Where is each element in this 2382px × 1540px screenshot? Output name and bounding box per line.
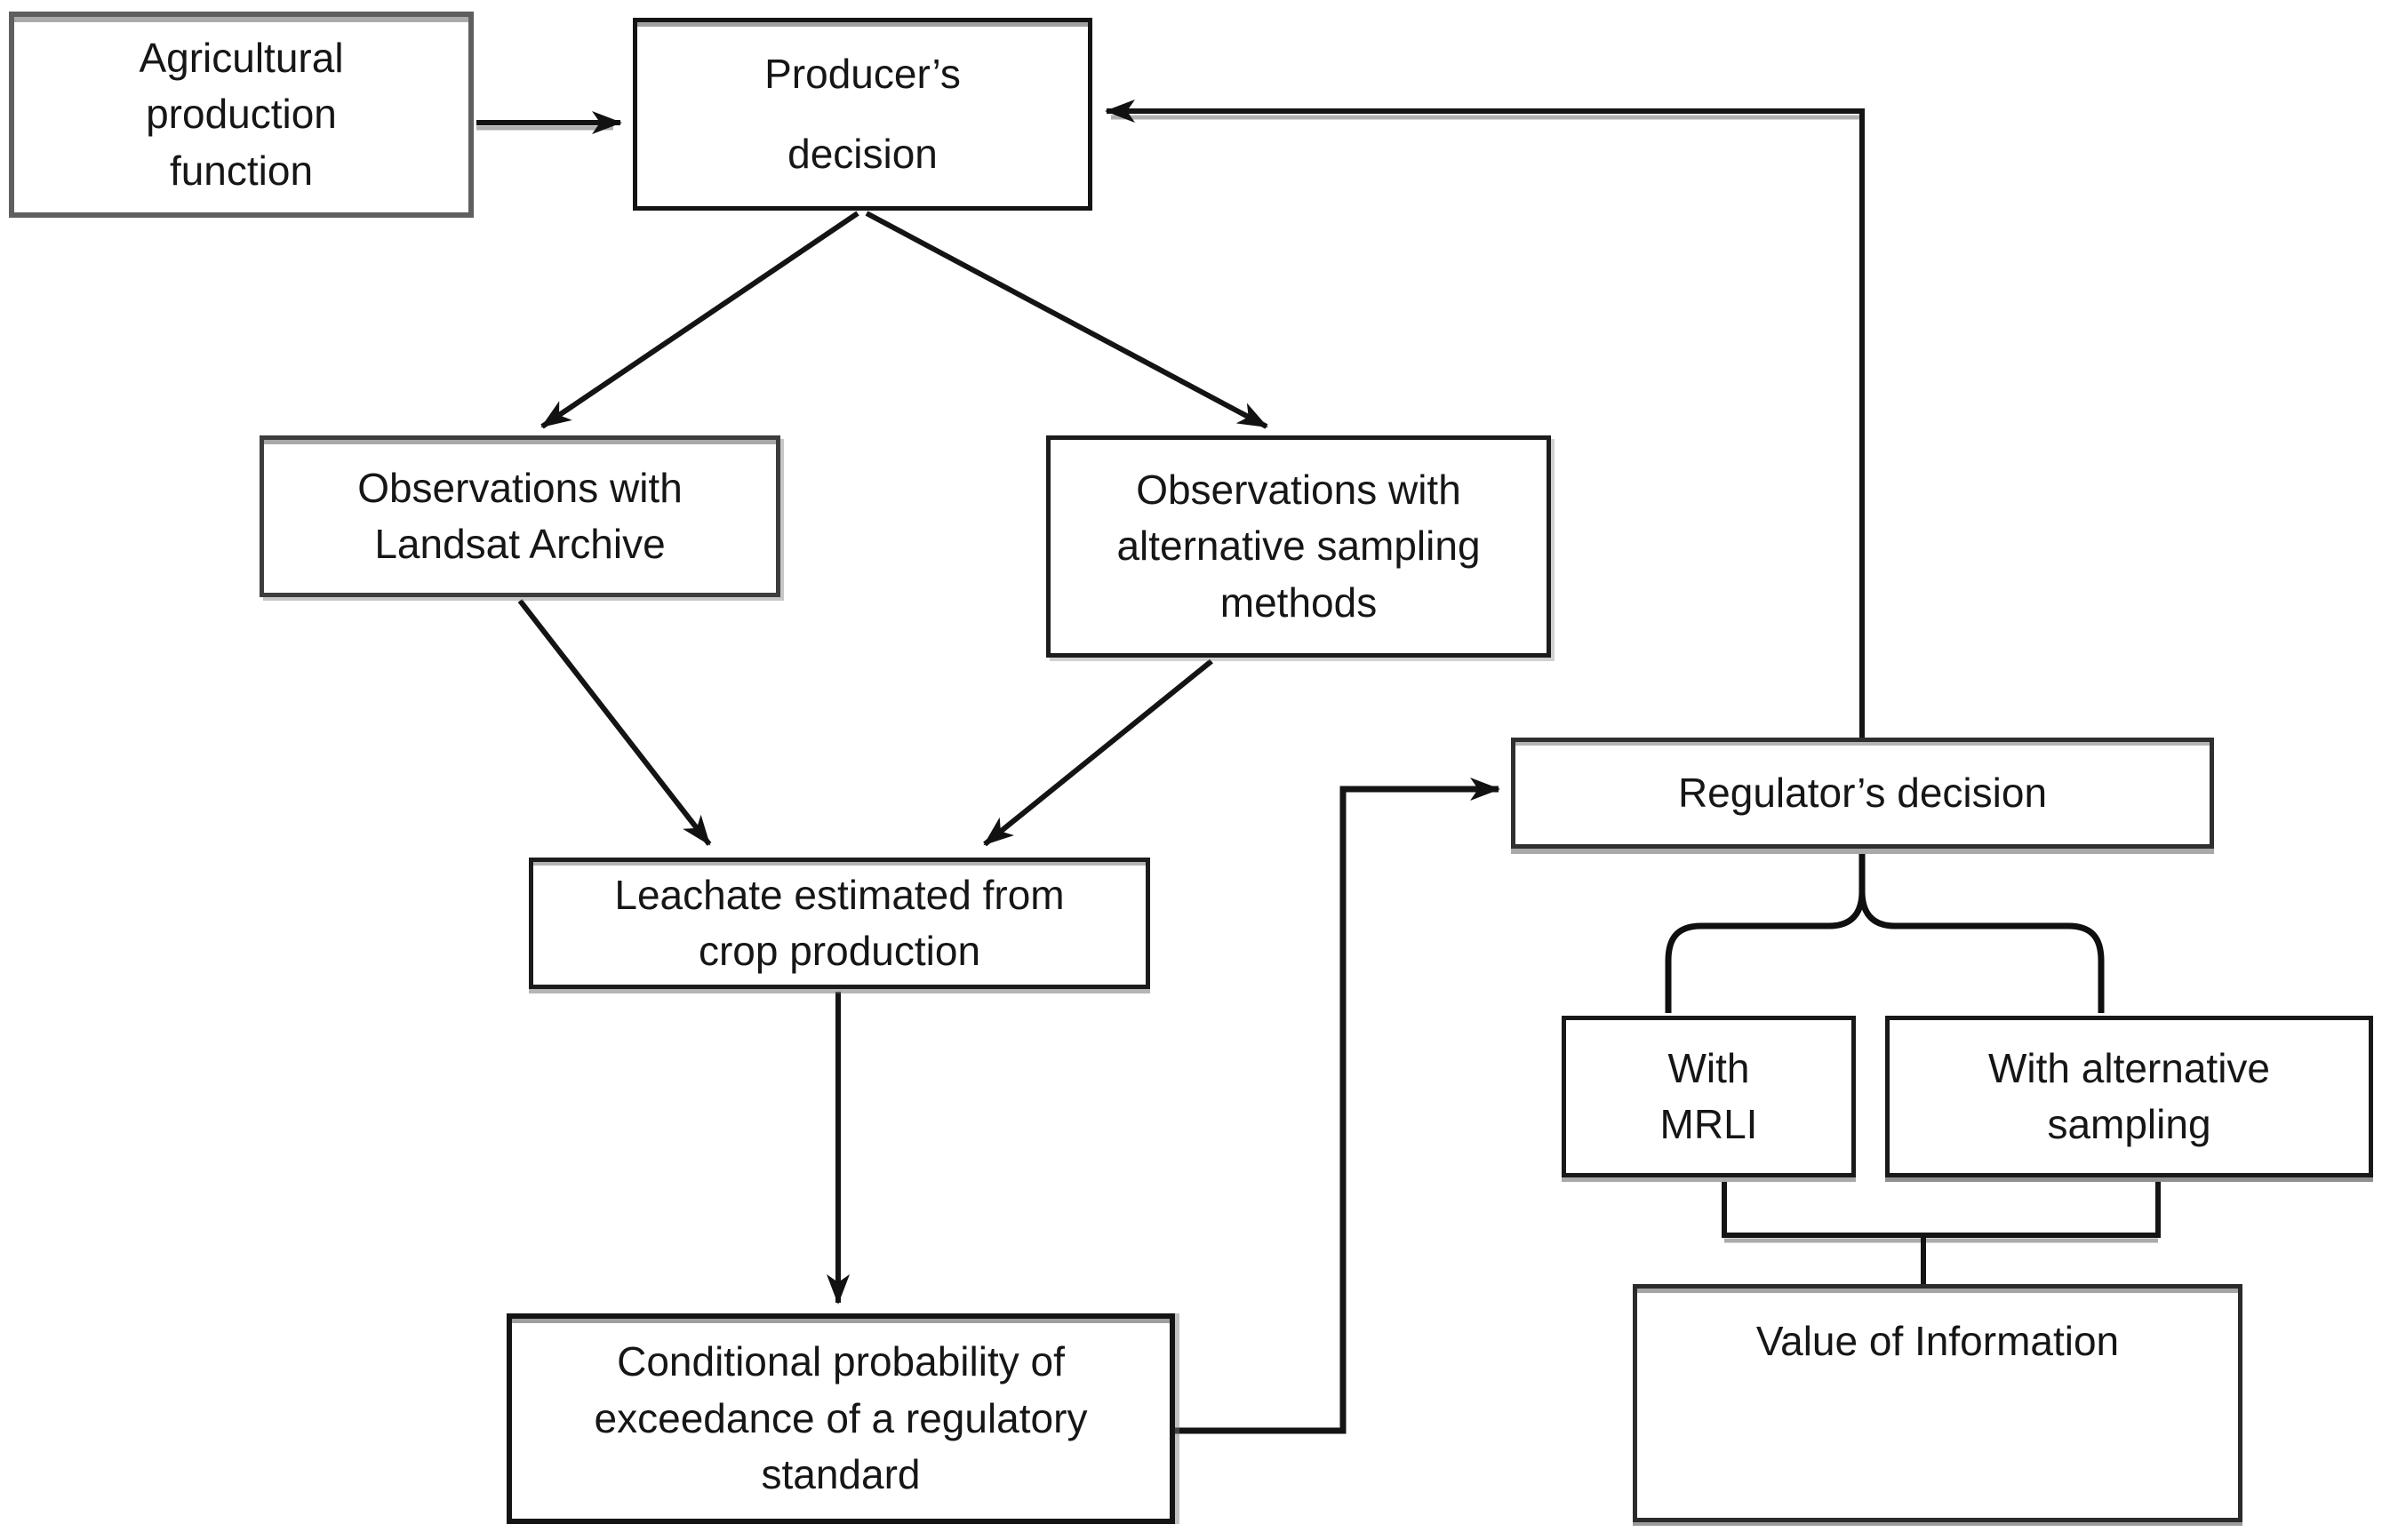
edge-altobs-to-leachate-arrow — [983, 658, 1213, 847]
edge-conditional-to-regulator-arrow — [1175, 778, 1500, 1434]
node-producers-decision: Producer’s decision — [633, 18, 1092, 211]
node-agricultural-production-function: Agricultural production function — [9, 12, 474, 218]
node-value-of-information: Value of Information — [1633, 1284, 2242, 1522]
node-with-alternative-sampling-label: With alternative sampling — [1987, 1044, 2270, 1147]
node-value-of-information-label: Value of Information — [1755, 1318, 2120, 1364]
node-conditional-probability-label: Conditional probability of exceedance of… — [594, 1338, 1088, 1498]
node-with-mrli-label: With MRLI — [1659, 1044, 1758, 1147]
edge-producer-to-landsat-arrow — [540, 211, 859, 429]
brace-regulator-split — [1665, 846, 2105, 1013]
node-observations-alternative-sampling-label: Observations with alternative sampling m… — [1116, 466, 1481, 626]
node-regulators-decision: Regulator’s decision — [1511, 738, 2214, 849]
node-conditional-probability: Conditional probability of exceedance of… — [507, 1313, 1175, 1524]
node-observations-landsat-archive-label: Observations with Landsat Archive — [357, 464, 683, 567]
node-producers-decision-label: Producer’s decision — [764, 50, 961, 177]
edge-regulator-to-producer-arrow — [1105, 100, 1865, 738]
bracket-options-to-voi — [1722, 1180, 2161, 1287]
edge-landsat-to-leachate-arrow — [517, 599, 712, 846]
node-agricultural-production-function-label: Agricultural production function — [139, 34, 344, 194]
node-observations-alternative-sampling: Observations with alternative sampling m… — [1046, 435, 1551, 658]
node-observations-landsat-archive: Observations with Landsat Archive — [260, 435, 780, 597]
edge-producer-to-altobs-arrow — [865, 211, 1268, 429]
node-regulators-decision-label: Regulator’s decision — [1677, 769, 2048, 816]
node-with-mrli: With MRLI — [1562, 1016, 1856, 1177]
node-with-alternative-sampling: With alternative sampling — [1885, 1016, 2373, 1177]
node-leachate-estimated-label: Leachate estimated from crop production — [614, 871, 1065, 974]
node-leachate-estimated: Leachate estimated from crop production — [529, 858, 1150, 989]
